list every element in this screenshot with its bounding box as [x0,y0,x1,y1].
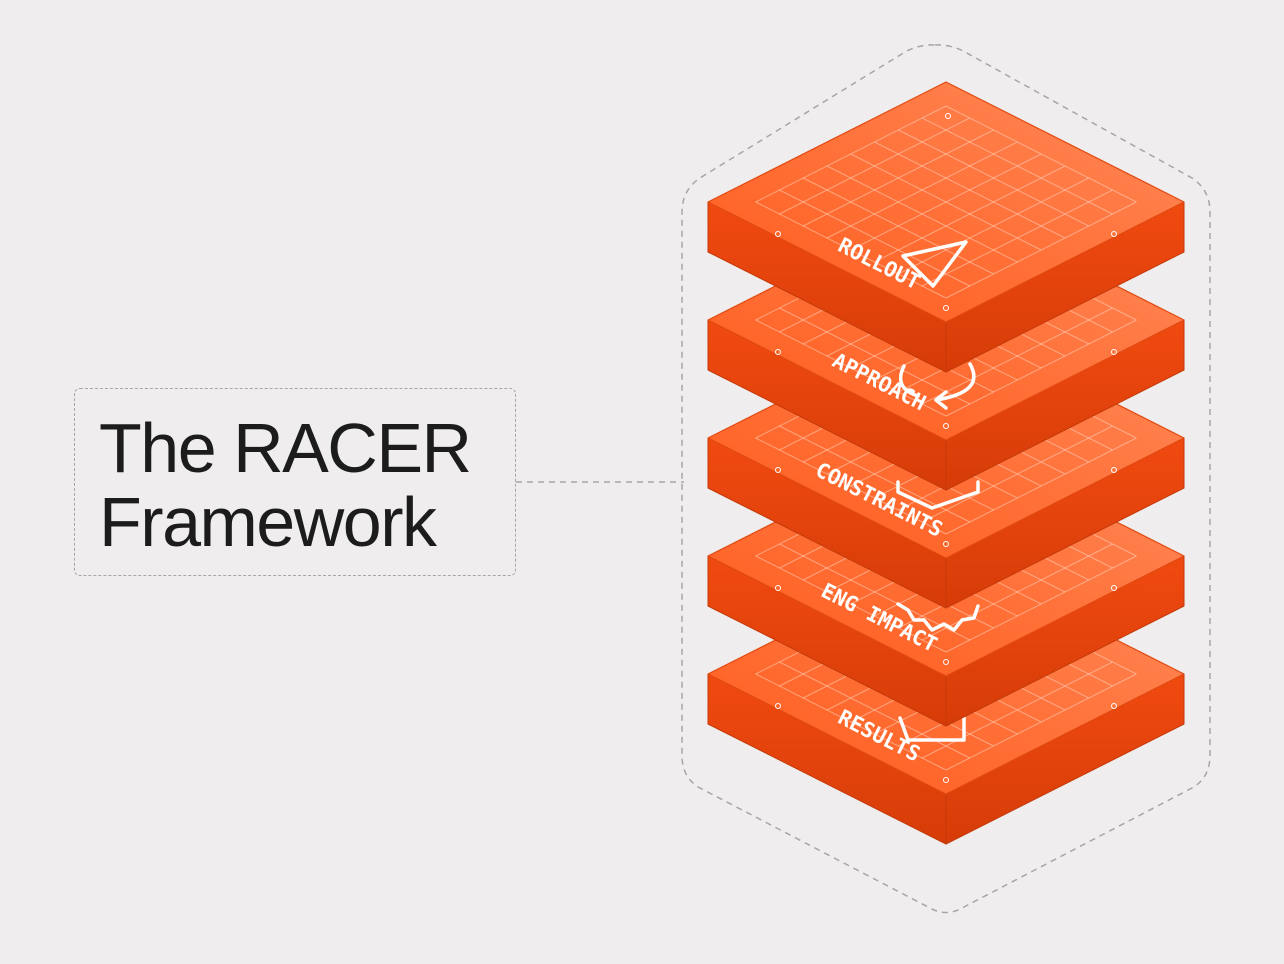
bracket-icon [896,480,980,510]
triangle-icon [901,240,968,288]
layer-rollout: ROLLOUT [707,81,1185,373]
title-line-2: Framework [99,483,437,561]
refresh-arrow-icon [899,362,976,410]
chart-icon [898,712,966,742]
stack-outline [681,44,1211,914]
title-line-1: The RACER [99,409,472,487]
gear-icon [896,602,980,632]
title-box: The RACER Framework [74,388,516,576]
